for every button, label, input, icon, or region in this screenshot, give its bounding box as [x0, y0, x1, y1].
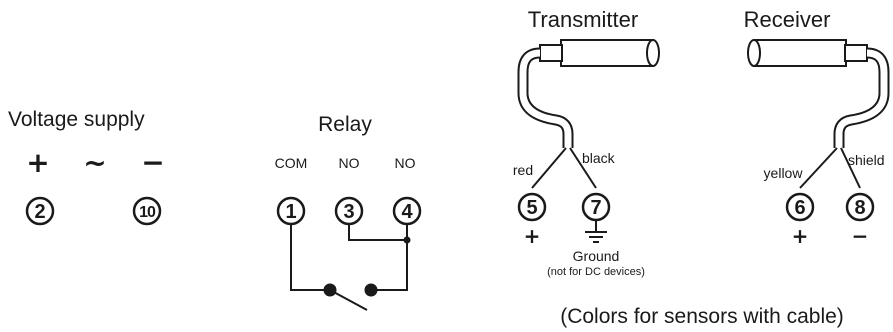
ground-label: Ground	[573, 248, 620, 264]
relay-section: Relay COM NO NO 1 3 4	[275, 113, 422, 311]
relay-switch-blade	[329, 289, 368, 311]
receiver-cable-inner	[835, 49, 888, 148]
terminal-10-label: 10	[139, 204, 156, 221]
terminal-8-label: 8	[854, 197, 865, 219]
relay-junction-dot	[403, 236, 411, 244]
receiver-title: Receiver	[744, 7, 831, 32]
transmitter-title: Transmitter	[528, 7, 638, 32]
relay-switch-contact-left	[323, 283, 337, 297]
supply-tilde-symbol: ~	[83, 146, 106, 179]
ground-icon	[585, 220, 607, 243]
receiver-wire-yellow-label: yellow	[764, 165, 804, 181]
terminal-5: 5	[517, 192, 547, 222]
terminal-1: 1	[276, 196, 306, 226]
relay-contact-com-label: COM	[275, 155, 308, 171]
receiver-wire-shield-label: shield	[848, 152, 885, 168]
terminal-5-label: 5	[526, 197, 537, 219]
transmitter-cable-inner	[519, 49, 572, 148]
transmitter-wire-black	[569, 147, 597, 189]
relay-switch-contact-right	[364, 283, 378, 297]
receiver-section: Receiver yellow shield 6 8 + −	[744, 7, 890, 248]
terminal-10: 10	[132, 196, 162, 226]
terminal-8: 8	[845, 192, 875, 222]
terminal-7: 7	[581, 192, 611, 222]
transmitter-plus-symbol: +	[524, 224, 541, 248]
receiver-wire-yellow	[799, 147, 838, 189]
receiver-cable-outer	[833, 47, 890, 148]
terminal-2: 2	[25, 196, 55, 226]
terminal-4: 4	[392, 196, 422, 226]
transmitter-cable-outer	[517, 47, 574, 148]
receiver-minus-symbol: −	[852, 224, 869, 248]
relay-com-wire	[290, 224, 330, 291]
terminal-3-label: 3	[343, 201, 354, 223]
terminal-4-label: 4	[401, 201, 413, 223]
terminal-3: 3	[334, 196, 364, 226]
relay-title: Relay	[318, 113, 372, 136]
receiver-sensor-icon	[747, 39, 868, 67]
terminal-2-label: 2	[34, 201, 45, 223]
relay-contact-no-1-label: NO	[339, 155, 360, 171]
receiver-plus-symbol: +	[792, 224, 809, 248]
transmitter-wire-black-label: black	[582, 150, 616, 166]
ground-note: (not for DC devices)	[547, 266, 645, 278]
terminal-6: 6	[785, 192, 815, 222]
transmitter-section: Transmitter red black 5 7 +	[513, 7, 660, 278]
voltage-supply-title: Voltage supply	[8, 108, 145, 131]
relay-contact-no-2-label: NO	[395, 155, 416, 171]
relay-bridge-wire	[348, 224, 407, 241]
receiver-wire-shield	[840, 147, 861, 189]
transmitter-sensor-icon	[539, 39, 660, 67]
terminal-1-label: 1	[285, 201, 296, 223]
supply-minus-symbol: −	[141, 146, 164, 179]
terminal-6-label: 6	[794, 197, 805, 219]
relay-no-wire	[371, 224, 408, 291]
transmitter-wire-red	[531, 147, 567, 189]
terminal-7-label: 7	[590, 197, 601, 219]
supply-plus-symbol: +	[26, 146, 49, 179]
voltage-supply-section: Voltage supply + ~ − 2 10	[8, 108, 165, 226]
transmitter-wire-red-label: red	[513, 162, 533, 178]
cable-colors-footnote: (Colors for sensors with cable)	[560, 305, 844, 328]
